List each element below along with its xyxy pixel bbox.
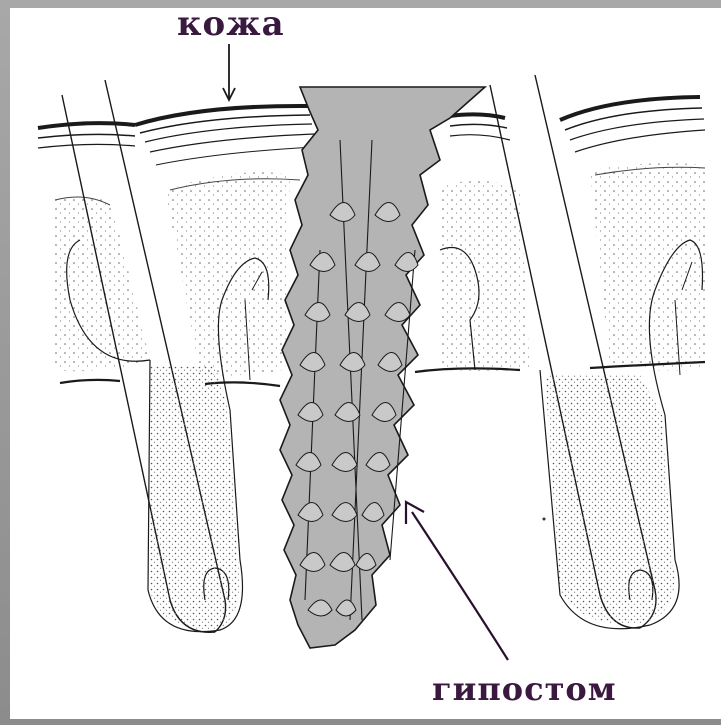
- epidermis-right: [450, 97, 705, 152]
- follicle-sheath-right: [545, 375, 674, 624]
- label-skin: кожа: [177, 4, 285, 44]
- skin-arrow: [223, 44, 235, 100]
- follicle-sheath-left: [150, 365, 239, 630]
- speck: [543, 518, 546, 521]
- hypostome-arrow: [406, 502, 508, 660]
- epidermis-left: [38, 106, 316, 165]
- label-hypostome: гипостом: [432, 670, 617, 708]
